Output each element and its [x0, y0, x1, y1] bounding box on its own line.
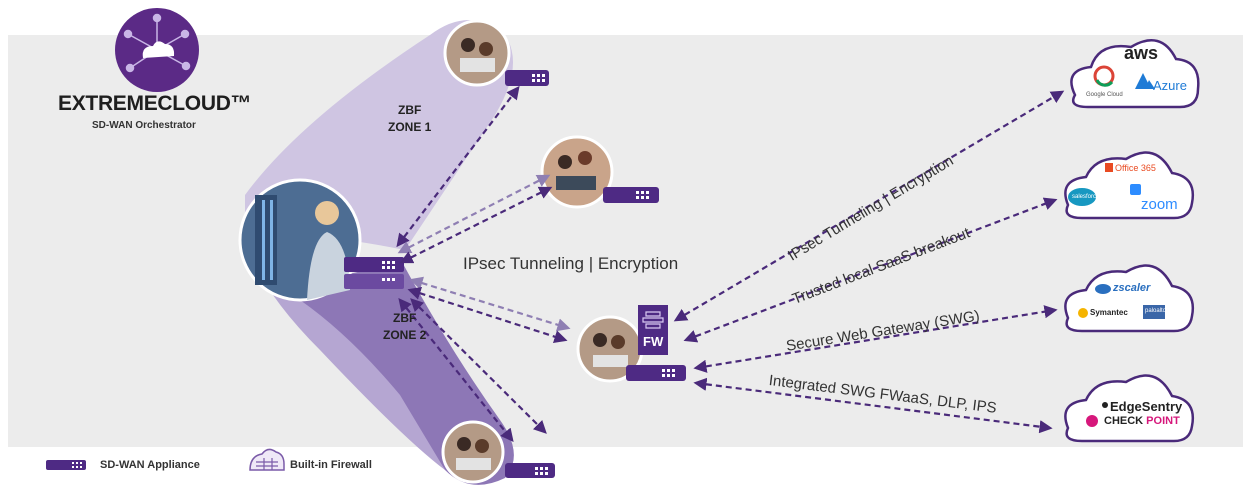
paloalto-logo: paloalto: [1145, 308, 1167, 314]
checkpoint-logo: CHECK POINT: [1104, 415, 1180, 427]
azure-logo: Azure: [1153, 78, 1187, 93]
link-dc-to-site-bottom-b: [410, 298, 547, 434]
legend-appliance-label: SD-WAN Appliance: [100, 459, 200, 471]
legend-firewall-label: Built-in Firewall: [290, 459, 372, 471]
google-cloud-logo: Google Cloud: [1086, 92, 1123, 98]
edgesentry-logo: EdgeSentry: [1110, 399, 1183, 414]
symantec-logo: Symantec: [1090, 308, 1128, 317]
branch-site-bottom: [441, 420, 505, 484]
sdwan-appliance-icon: [603, 187, 659, 203]
zscaler-logo: zscaler: [1113, 282, 1151, 294]
cloud-iaas: [1070, 39, 1200, 109]
extremecloud-logo-icon: [115, 8, 199, 92]
sdwan-appliance-icon: [344, 257, 404, 289]
cloud-swg: [1064, 264, 1195, 333]
salesforce-logo: salesforce: [1072, 194, 1100, 200]
branch-site-mid: [540, 135, 614, 209]
office365-logo: Office 365: [1115, 163, 1156, 173]
center-link-label: IPsec Tunneling | Encryption: [463, 254, 679, 273]
brand-name: EXTREMECLOUD™: [58, 92, 252, 115]
legend-appliance-icon: [46, 460, 86, 470]
firewall-label: FW: [643, 334, 664, 349]
cloud-edge: [1064, 374, 1195, 443]
link-hub-to-swg: [693, 305, 1058, 373]
sdwan-appliance-icon: [505, 70, 549, 86]
aws-logo: aws: [1124, 43, 1159, 63]
firewall-badge: [638, 305, 668, 355]
legend-firewall-icon: [249, 448, 285, 471]
sdwan-appliance-icon: [505, 463, 555, 478]
link-dc-to-site-mid-b: [399, 186, 553, 264]
zone2-region-light: [250, 255, 445, 470]
cloud-saas: [1064, 151, 1195, 220]
zoom-logo: zoom: [1141, 196, 1178, 213]
sdwan-appliance-icon: [626, 365, 686, 381]
brand-subtitle: SD-WAN Orchestrator: [92, 120, 196, 131]
branch-site-top: [443, 19, 511, 87]
